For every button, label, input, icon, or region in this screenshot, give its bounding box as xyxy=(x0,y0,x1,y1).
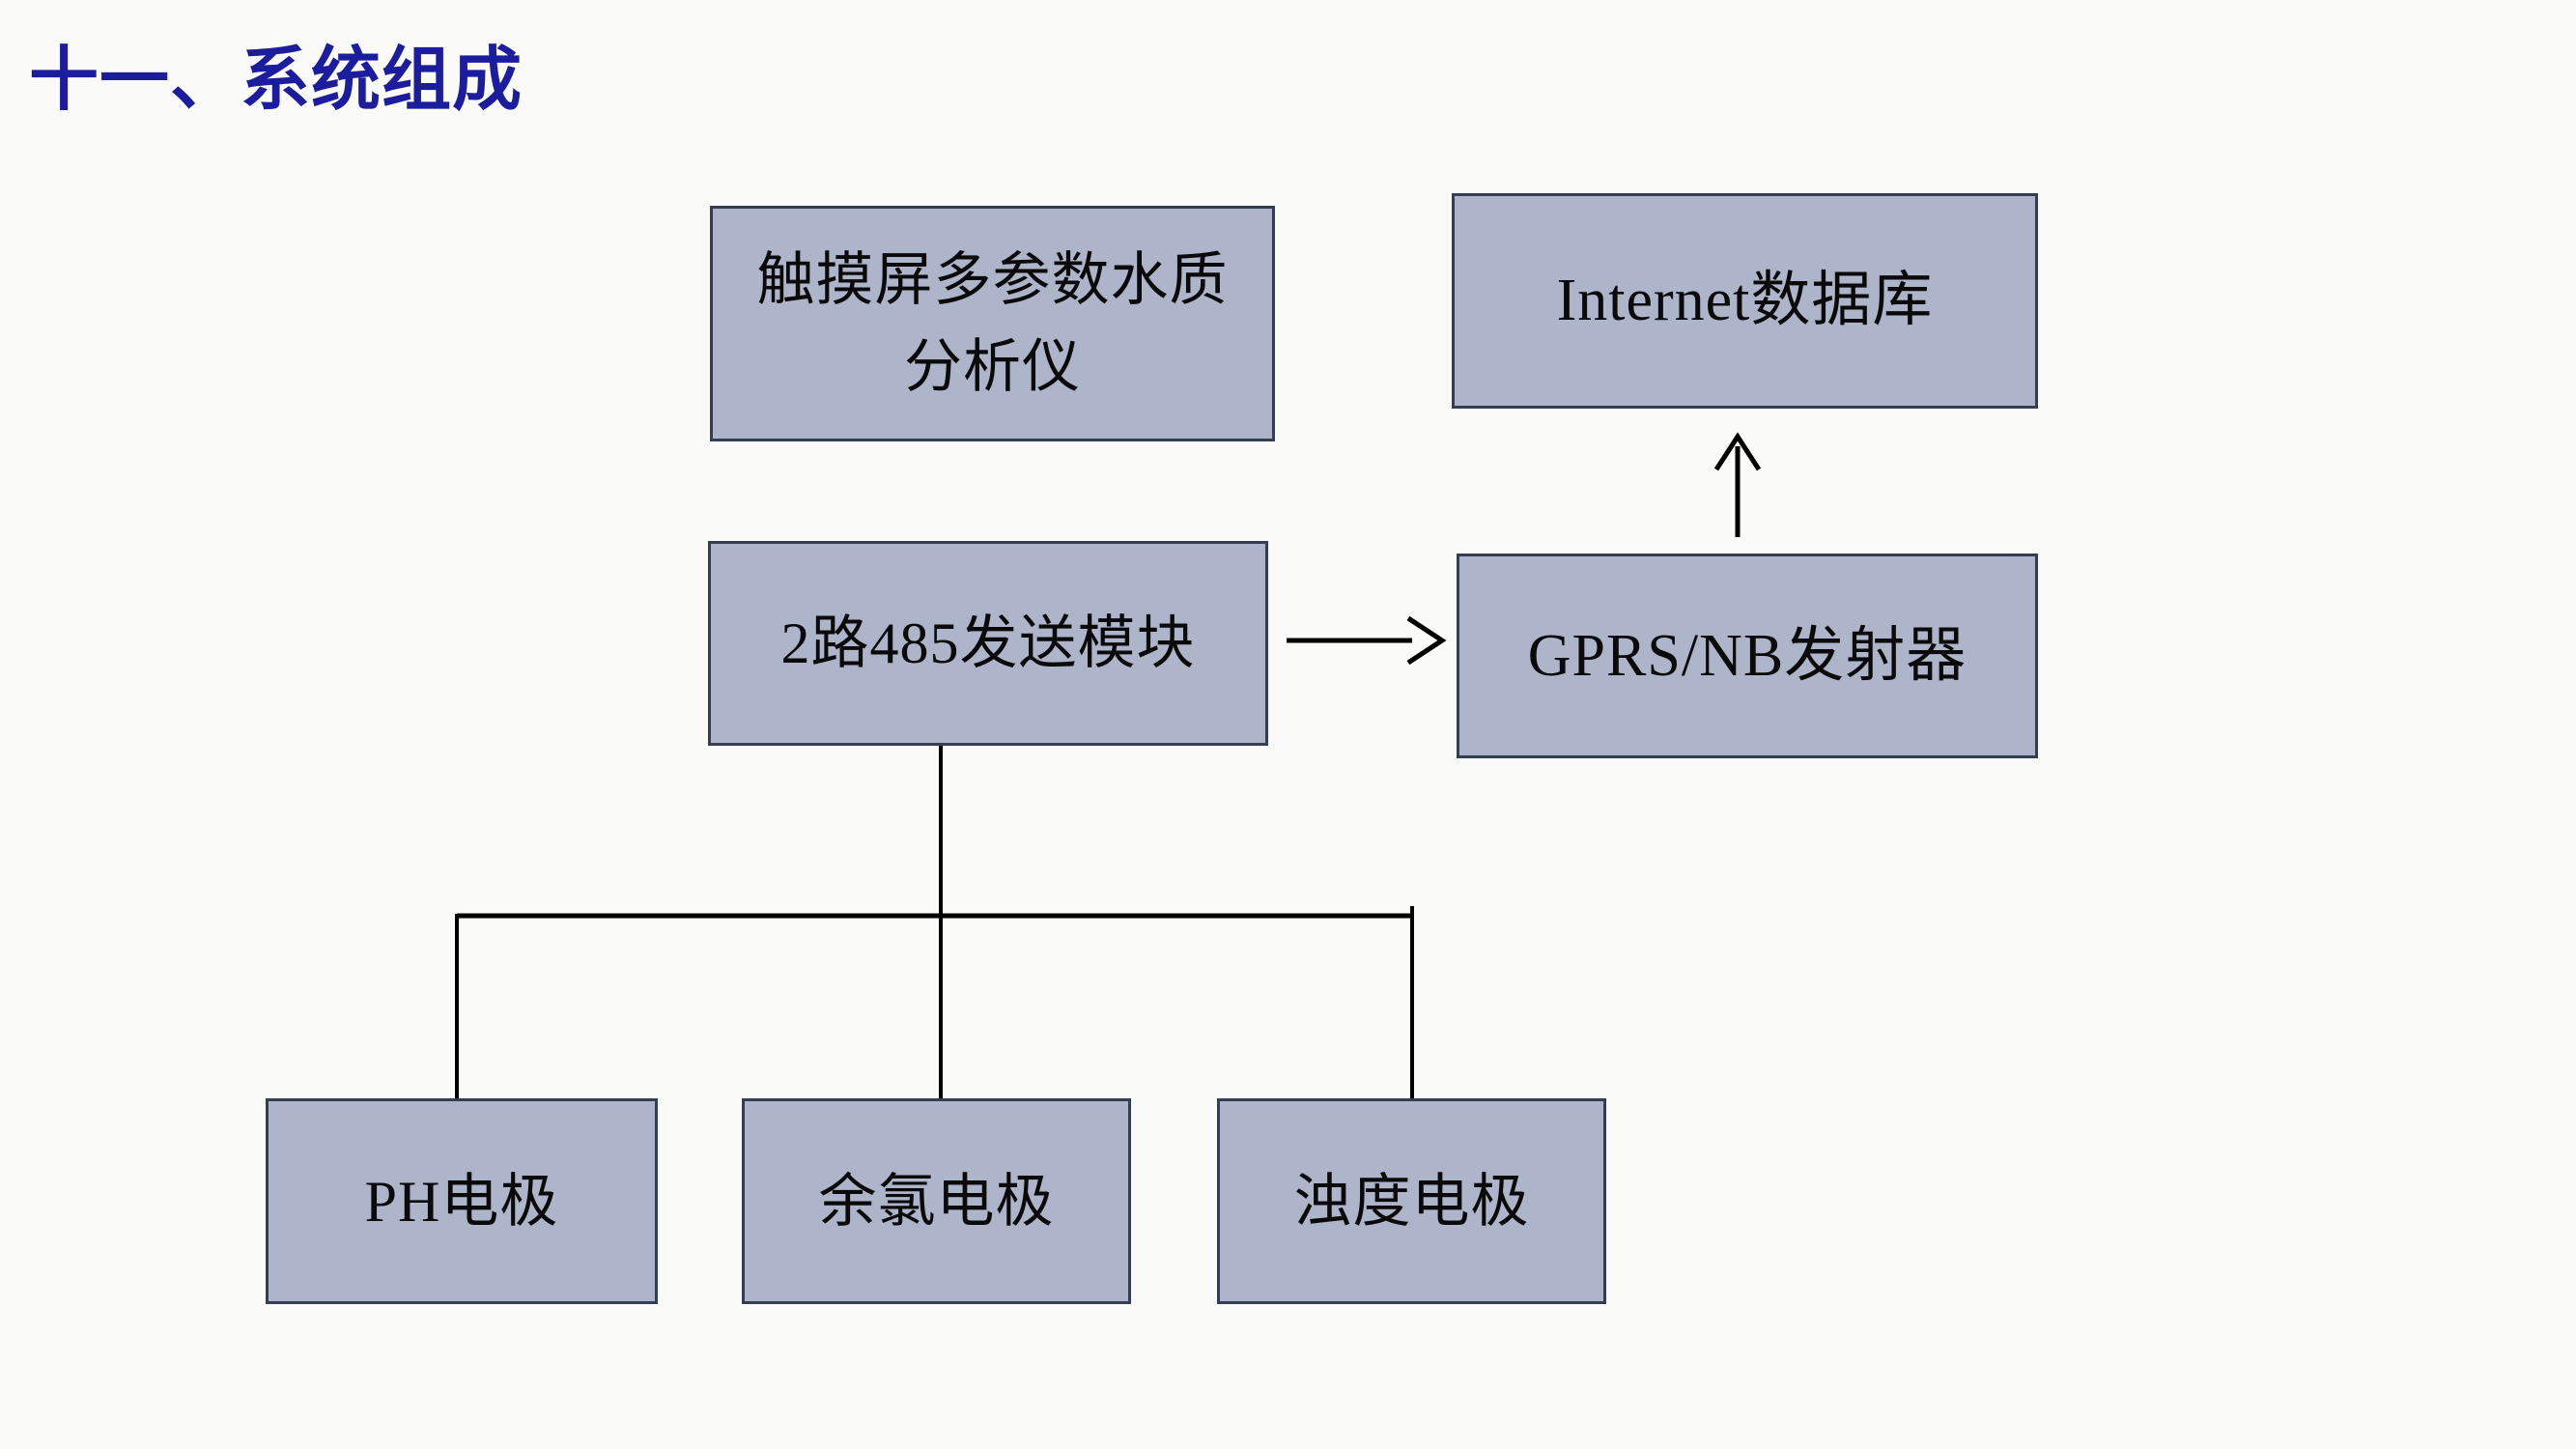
node-ph-electrode-box: PH电极 xyxy=(266,1098,658,1304)
node-485-module-box: 2路485发送模块 xyxy=(708,541,1268,746)
node-analyzer-label: 触摸屏多参数水质 分析仪 xyxy=(756,248,1229,399)
node-gprs-nb-box: GPRS/NB发射器 xyxy=(1457,554,2038,758)
connector-gprs-to-internet-arrow xyxy=(1713,432,1762,537)
node-turbidity-electrode-box: 浊度电极 xyxy=(1217,1098,1606,1304)
node-turbidity-electrode-label: 浊度电极 xyxy=(1293,1169,1530,1234)
node-ph-electrode-label: PH电极 xyxy=(364,1169,559,1234)
node-chlorine-electrode-label: 余氯电极 xyxy=(818,1169,1055,1234)
page-title: 十一、系统组成 xyxy=(29,42,524,119)
node-internet-db-label: Internet数据库 xyxy=(1556,268,1934,333)
node-internet-db-box: Internet数据库 xyxy=(1452,193,2038,409)
node-chlorine-electrode-box: 余氯电极 xyxy=(742,1098,1131,1304)
node-485-module-label: 2路485发送模块 xyxy=(780,611,1196,675)
connector-485-to-gprs-arrow xyxy=(1287,615,1447,666)
node-analyzer-box: 触摸屏多参数水质 分析仪 xyxy=(710,206,1275,441)
node-gprs-nb-label: GPRS/NB发射器 xyxy=(1527,622,1967,689)
